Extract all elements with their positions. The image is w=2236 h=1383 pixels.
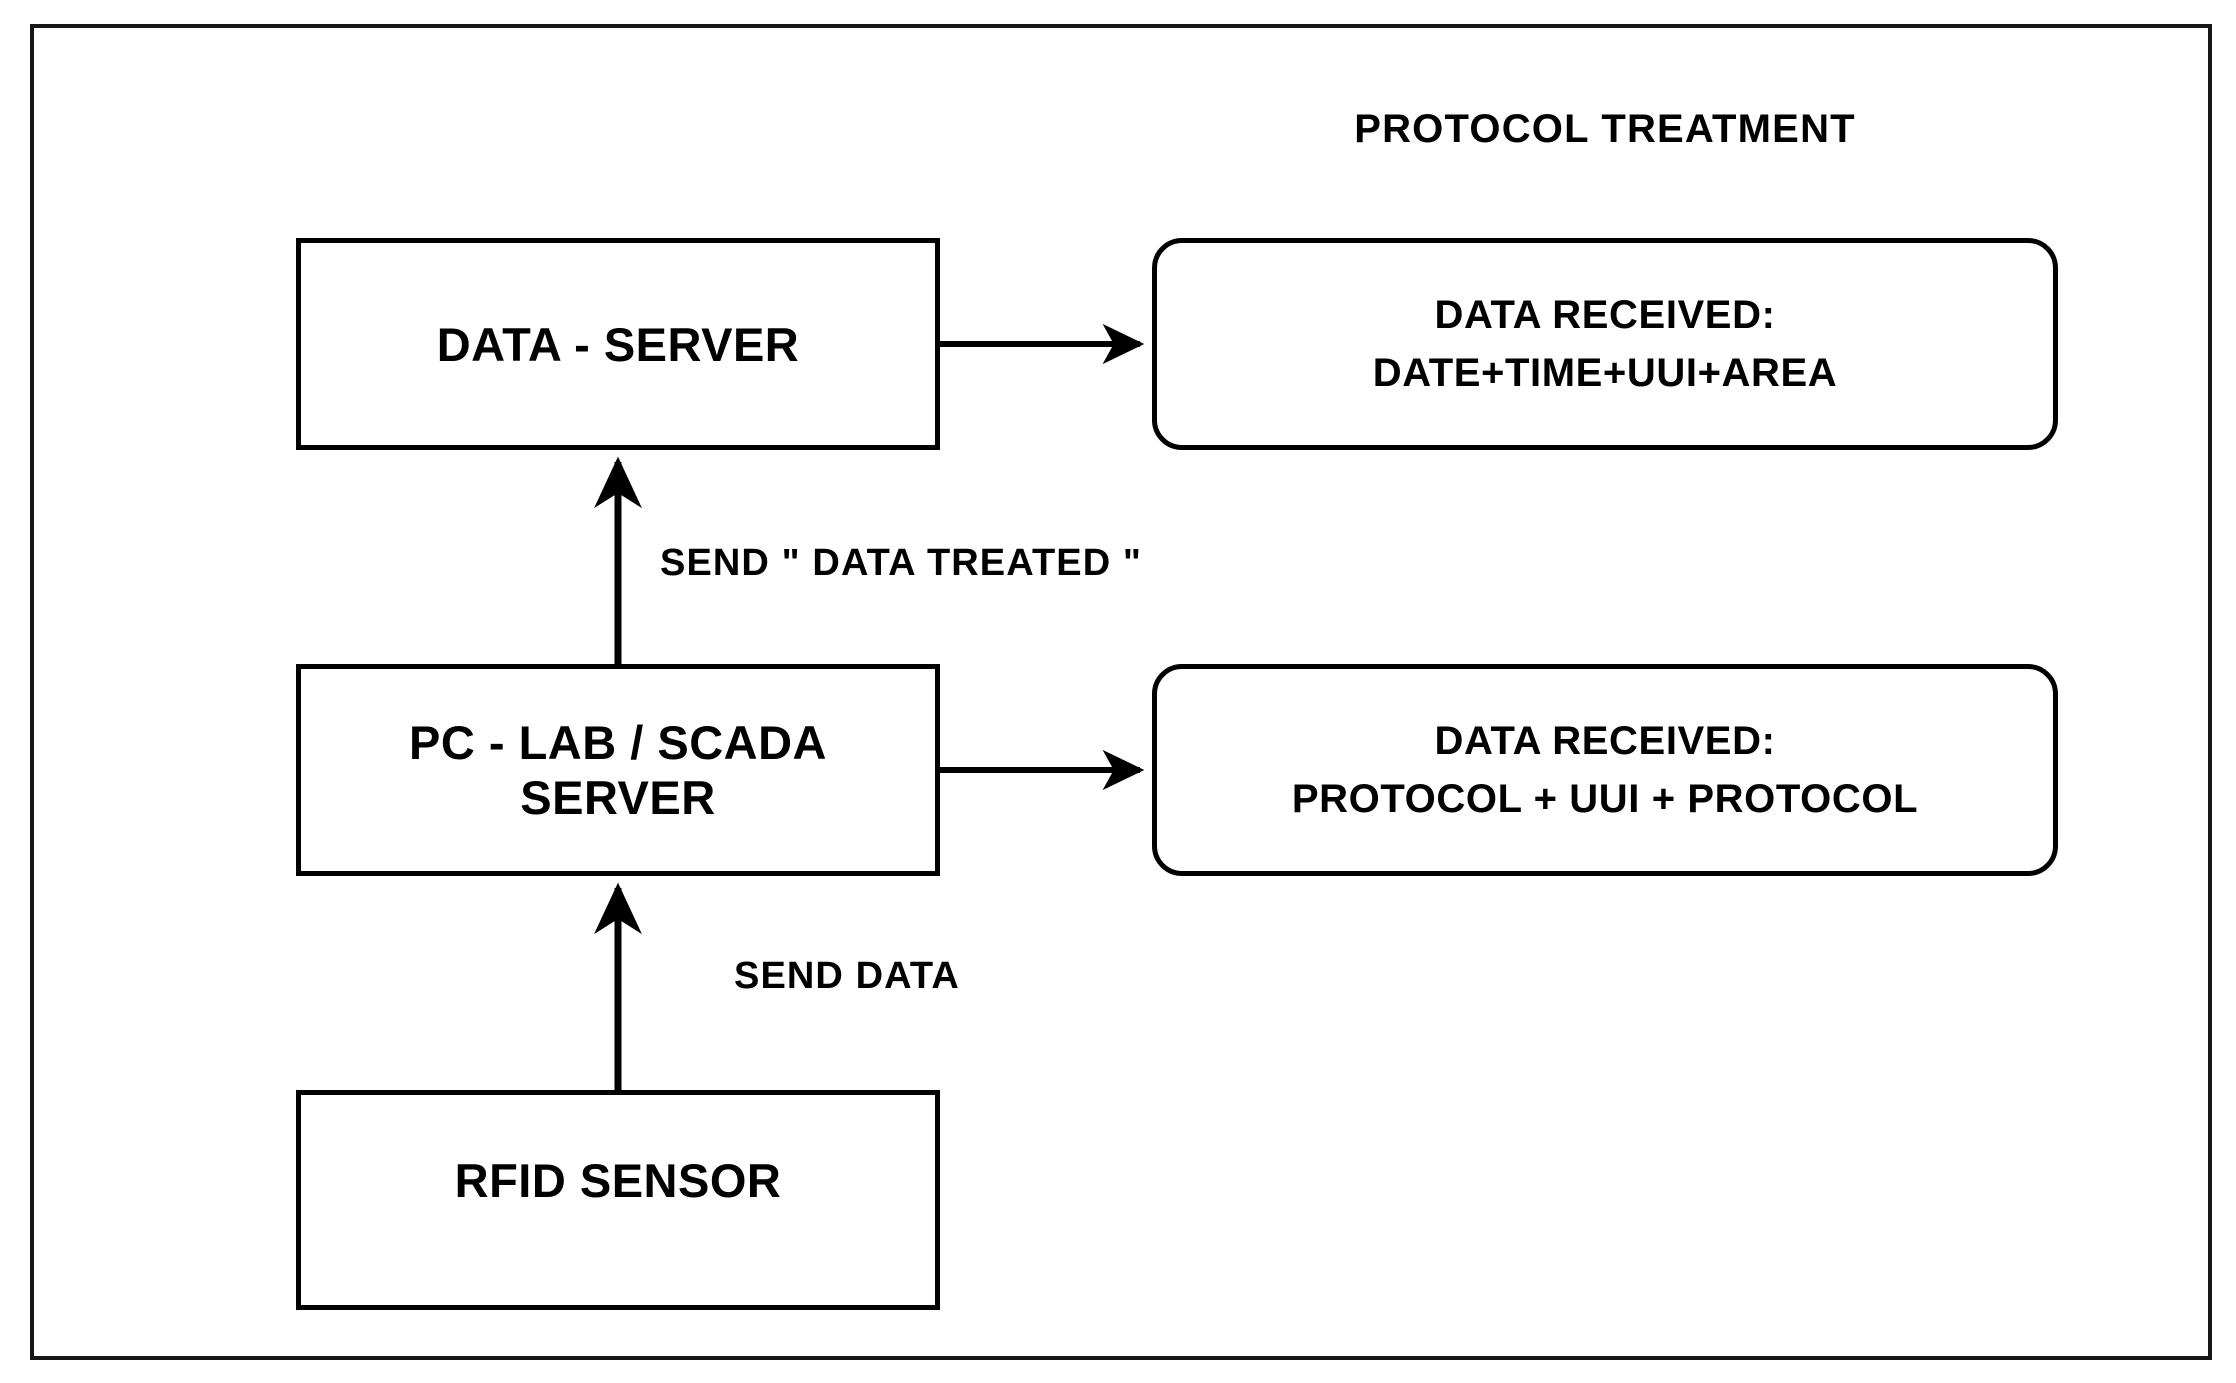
diagram-title: PROTOCOL TREATMENT (1354, 107, 1856, 151)
node-data-server-label: DATA - SERVER (436, 317, 800, 371)
node-pc-lab-line1: PC - LAB / SCADA (409, 715, 827, 769)
node-rfid-sensor-label: RFID SENSOR (454, 1154, 782, 1207)
node-pc-lab-scada-server[interactable]: PC - LAB / SCADA SERVER (296, 664, 940, 876)
node-data-received-mid-line2: PROTOCOL + UUI + PROTOCOL (1291, 777, 1919, 821)
node-data-received-mid-line1: DATA RECEIVED: (1434, 719, 1776, 763)
node-data-received-mid[interactable]: DATA RECEIVED: PROTOCOL + UUI + PROTOCOL (1152, 664, 2058, 876)
node-rfid-sensor[interactable]: RFID SENSOR (296, 1090, 940, 1310)
node-data-received-top-line1: DATA RECEIVED: (1434, 293, 1776, 337)
node-data-received-top-line2: DATE+TIME+UUI+AREA (1372, 351, 1838, 395)
node-pc-lab-line2: SERVER (520, 771, 716, 824)
node-pc-lab-text: PC - LAB / SCADA SERVER (409, 715, 827, 826)
edge-label-send-data: SEND DATA (734, 955, 960, 997)
edge-label-send-data-treated: SEND " DATA TREATED " (660, 542, 1143, 584)
node-data-server[interactable]: DATA - SERVER (296, 238, 940, 450)
node-data-received-top[interactable]: DATA RECEIVED: DATE+TIME+UUI+AREA (1152, 238, 2058, 450)
